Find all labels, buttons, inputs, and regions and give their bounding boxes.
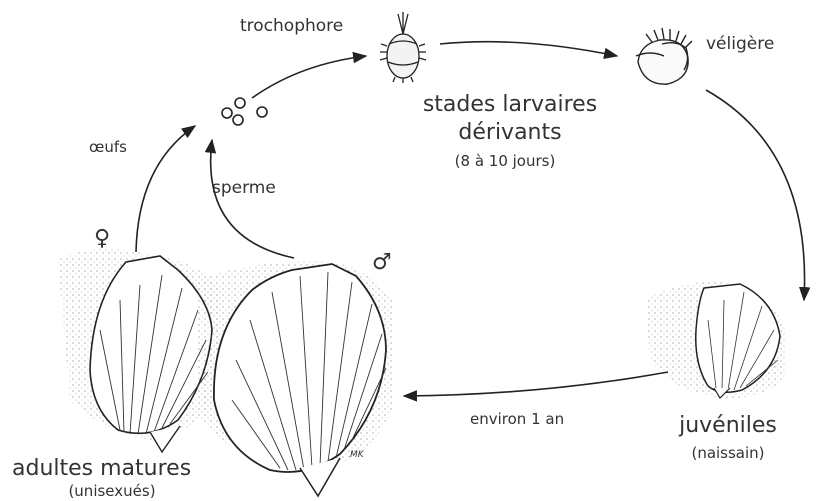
label-larval-stages-line1: stades larvaires bbox=[423, 92, 597, 117]
veligere-icon bbox=[636, 28, 692, 84]
label-juveniles: juvéniles bbox=[679, 413, 777, 438]
label-naissain: (naissain) bbox=[691, 444, 764, 462]
trochophore-icon bbox=[380, 12, 426, 83]
label-duration-one-year: environ 1 an bbox=[470, 410, 564, 428]
label-unisexual: (unisexués) bbox=[68, 482, 155, 500]
female-scallop-icon bbox=[58, 249, 222, 452]
eggs-icon bbox=[222, 98, 267, 125]
arrow-eggs-to-trochophore bbox=[252, 56, 366, 98]
arrow-female-to-eggs bbox=[136, 126, 195, 252]
female-symbol: ♀ bbox=[94, 226, 110, 251]
illustrator-signature: MK bbox=[350, 450, 364, 460]
label-eggs: œufs bbox=[89, 138, 127, 156]
juvenile-scallop-icon bbox=[646, 282, 786, 398]
label-larval-stages-line2: dérivants bbox=[458, 120, 561, 145]
arrow-veligere-to-juveniles bbox=[706, 90, 805, 300]
arrow-juveniles-to-adults bbox=[404, 372, 668, 396]
male-scallop-icon bbox=[196, 261, 392, 496]
arrow-trochophore-to-veligere bbox=[440, 42, 617, 56]
label-sperm: sperme bbox=[212, 178, 276, 198]
label-veligere: véligère bbox=[706, 34, 774, 54]
label-larval-duration: (8 à 10 jours) bbox=[455, 152, 556, 170]
male-symbol: ♂ bbox=[372, 250, 392, 275]
label-mature-adults: adultes matures bbox=[12, 456, 191, 481]
label-trochophore: trochophore bbox=[240, 16, 343, 36]
arrow-male-to-sperm bbox=[211, 140, 294, 258]
